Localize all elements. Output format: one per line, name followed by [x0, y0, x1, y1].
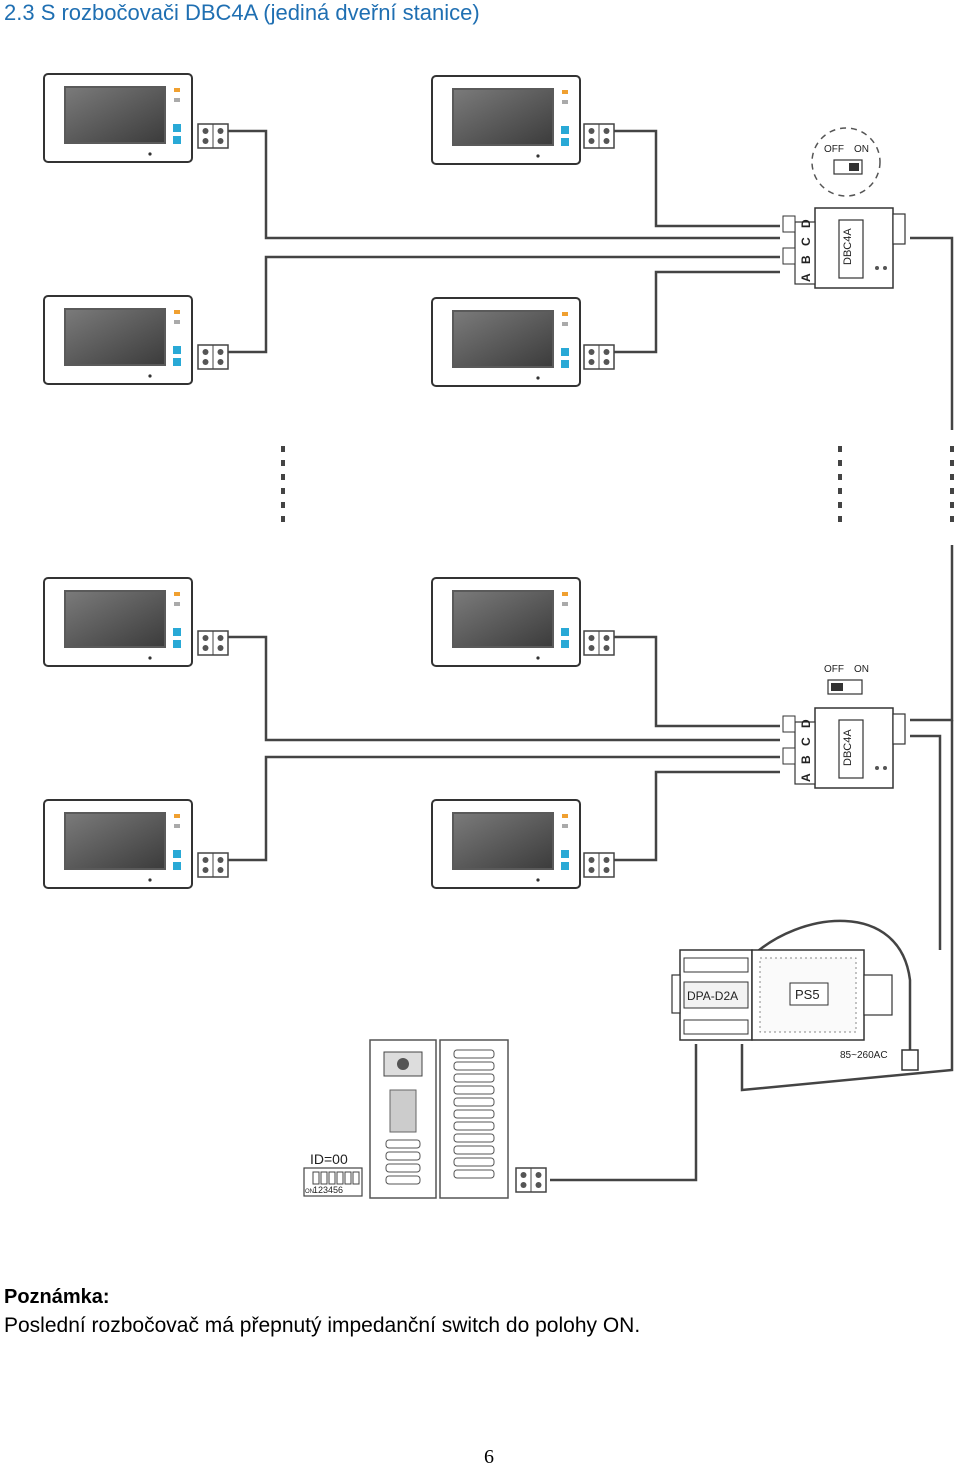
splitter-1-port-a: A [799, 273, 813, 282]
splitter-1-label: DBC4A [842, 228, 854, 265]
dpa-d2a-label: DPA-D2A [687, 989, 738, 1003]
ps5-power-supply: PS5 85~260AC [751, 949, 919, 1071]
note-text: Poslední rozbočovač má přepnutý impedanč… [4, 1314, 641, 1337]
splitter-2-port-d: D [799, 719, 813, 728]
splitter-2-port-b: B [799, 755, 813, 764]
ps5-voltage: 85~260AC [840, 1050, 888, 1061]
section-heading: 2.3 S rozbočovači DBC4A (jediná dveřní s… [4, 0, 480, 25]
monitor-2 [431, 75, 615, 165]
page-number: 6 [484, 1446, 494, 1468]
switch-2-off-label: OFF [824, 664, 844, 675]
name-module [439, 1039, 509, 1199]
monitor-6 [431, 577, 615, 667]
switch-1-on-label: ON [854, 144, 869, 155]
monitor-1 [43, 73, 229, 163]
ps5-label: PS5 [795, 987, 820, 1002]
dip-switch: ID=00 ON 123456 [303, 1151, 363, 1197]
splitter-2-label: DBC4A [842, 729, 854, 766]
monitor-8 [431, 799, 615, 889]
wires-top-group [228, 129, 954, 430]
monitor-7 [43, 799, 229, 889]
splitter-dbc4a-2: DBC4A A B C D OFF ON [782, 664, 906, 789]
switch-2-on-label: ON [854, 664, 869, 675]
splitter-1-port-b: B [799, 255, 813, 264]
switch-callout-circle [811, 127, 881, 197]
continuation-dots [281, 446, 954, 526]
splitter-dbc4a-1: DBC4A A B C D OFF ON [782, 127, 906, 289]
monitor-4 [431, 297, 615, 387]
switch-1-off-label: OFF [824, 144, 844, 155]
splitter-1-port-c: C [799, 237, 813, 246]
monitor-5 [43, 577, 229, 667]
door-station [369, 1039, 437, 1199]
monitor-3 [43, 295, 229, 385]
door-station-terminal [515, 1167, 547, 1193]
dip-numbers: 123456 [313, 1185, 343, 1195]
splitter-1-port-d: D [799, 219, 813, 228]
dip-id-label: ID=00 [310, 1151, 348, 1167]
splitter-2-port-c: C [799, 737, 813, 746]
power-plug-icon [901, 1049, 919, 1071]
splitter-2-port-a: A [799, 773, 813, 782]
wires-bottom-group [228, 545, 954, 1182]
dpa-d2a-distributor: DPA-D2A [671, 949, 753, 1041]
dip-on-label: ON [305, 1189, 314, 1195]
note-title: Poznámka: [4, 1286, 110, 1308]
